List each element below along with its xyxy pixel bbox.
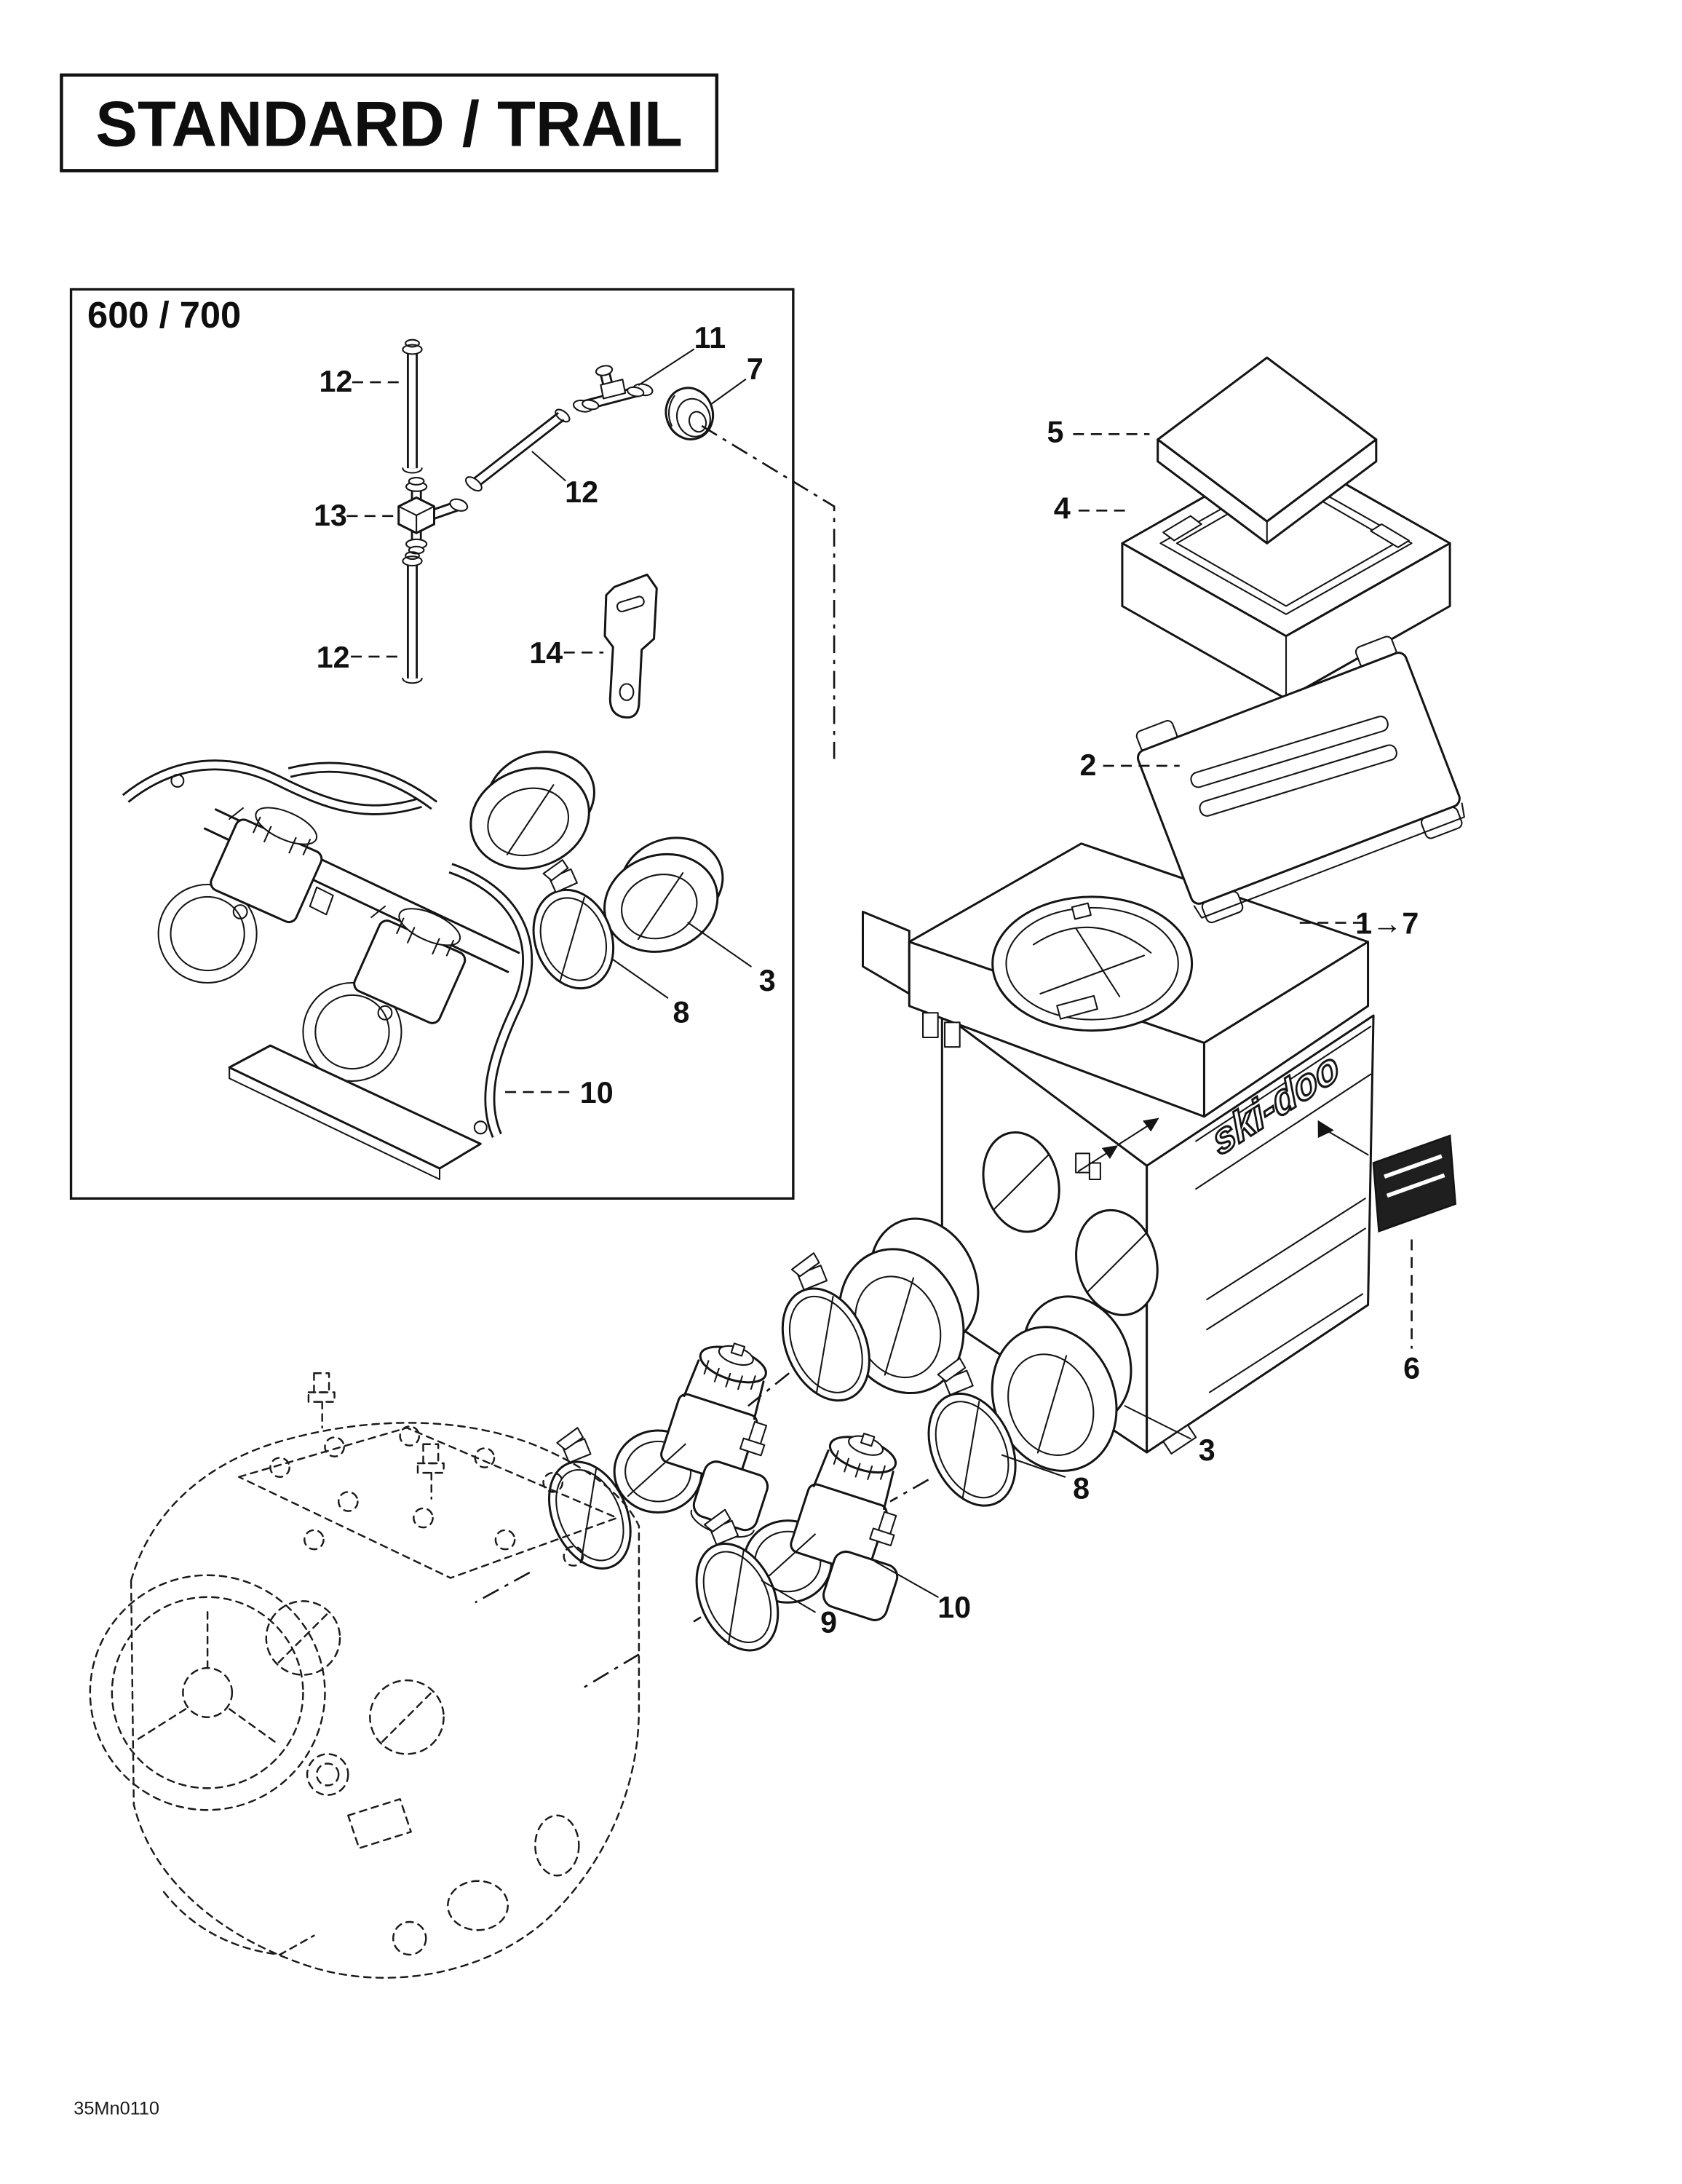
inset-box-600-700: 600 / 700 bbox=[69, 288, 795, 1200]
hose-clamp-8-inset bbox=[532, 859, 615, 990]
callout-8-clamp-inset: 8 bbox=[673, 995, 690, 1029]
hose-clamp-8-main-lower bbox=[927, 1357, 1017, 1507]
air-filter-pad-4 bbox=[1157, 356, 1378, 545]
callout-9-clamp-main: 9 bbox=[820, 1606, 837, 1639]
callout-10-carbs-inset: 10 bbox=[580, 1076, 614, 1109]
vent-hose-12-diagonal bbox=[464, 408, 571, 492]
hose-clamp-8-main-upper bbox=[781, 1252, 870, 1402]
engine-ghost-outline bbox=[89, 1372, 640, 1979]
vent-hose-12-top bbox=[402, 339, 423, 474]
leader-lines bbox=[346, 348, 1413, 1613]
callout-2-lid: 2 bbox=[1080, 748, 1097, 782]
intake-boot-3-inset-left bbox=[469, 751, 595, 870]
callout-4-pad: 4 bbox=[1054, 492, 1071, 526]
hose-clamp-9-main-upper bbox=[547, 1427, 632, 1570]
vent-hose-12-lower bbox=[402, 551, 423, 684]
callout-5-foam: 5 bbox=[1047, 416, 1064, 449]
warning-decal-6 bbox=[1317, 1120, 1457, 1233]
carburetor-10-main-upper bbox=[613, 1342, 769, 1538]
callout-8-clamp-main: 8 bbox=[1073, 1472, 1090, 1506]
spark-plug-ghost-left bbox=[307, 1372, 336, 1429]
callout-12-hose-lower: 12 bbox=[317, 641, 350, 674]
tee-fitting-13 bbox=[397, 477, 469, 555]
callout-13-tee: 13 bbox=[314, 499, 347, 532]
callout-6-decal: 6 bbox=[1403, 1352, 1420, 1385]
engine-variant-label: 600 / 700 bbox=[87, 294, 241, 336]
intake-boot-3-main-lower bbox=[991, 1295, 1132, 1472]
callout-10-carb-main: 10 bbox=[937, 1591, 971, 1624]
tee-fitting-11 bbox=[573, 365, 654, 413]
callout-1-to-7-assembly: 1→7 bbox=[1355, 907, 1419, 941]
carburetor-assembly-10-inset bbox=[122, 759, 533, 1181]
air-silencer-cover-assembly-1-7 bbox=[862, 842, 1370, 1172]
callout-11-fitting: 11 bbox=[694, 321, 726, 355]
callout-3-boot-inset: 3 bbox=[759, 964, 776, 997]
callout-14-strap: 14 bbox=[529, 636, 563, 670]
callout-3-boot-main: 3 bbox=[1199, 1433, 1215, 1467]
intake-boot-3-inset-right bbox=[603, 836, 724, 953]
title-box: STANDARD / TRAIL bbox=[60, 73, 719, 173]
callout-12-hose-diagonal: 12 bbox=[565, 475, 598, 509]
hanger-strap-14 bbox=[603, 573, 658, 719]
page-title: STANDARD / TRAIL bbox=[95, 88, 683, 160]
grommet-7 bbox=[665, 387, 715, 440]
drawing-code: 35Mn0110 bbox=[74, 2098, 159, 2118]
callout-12-hose-top: 12 bbox=[319, 365, 352, 398]
spark-plug-ghost-right bbox=[416, 1443, 445, 1500]
hose-clamp-9-main-lower bbox=[695, 1508, 779, 1652]
callout-7-grommet: 7 bbox=[747, 352, 763, 386]
silencer-lid-2 bbox=[1135, 636, 1465, 924]
